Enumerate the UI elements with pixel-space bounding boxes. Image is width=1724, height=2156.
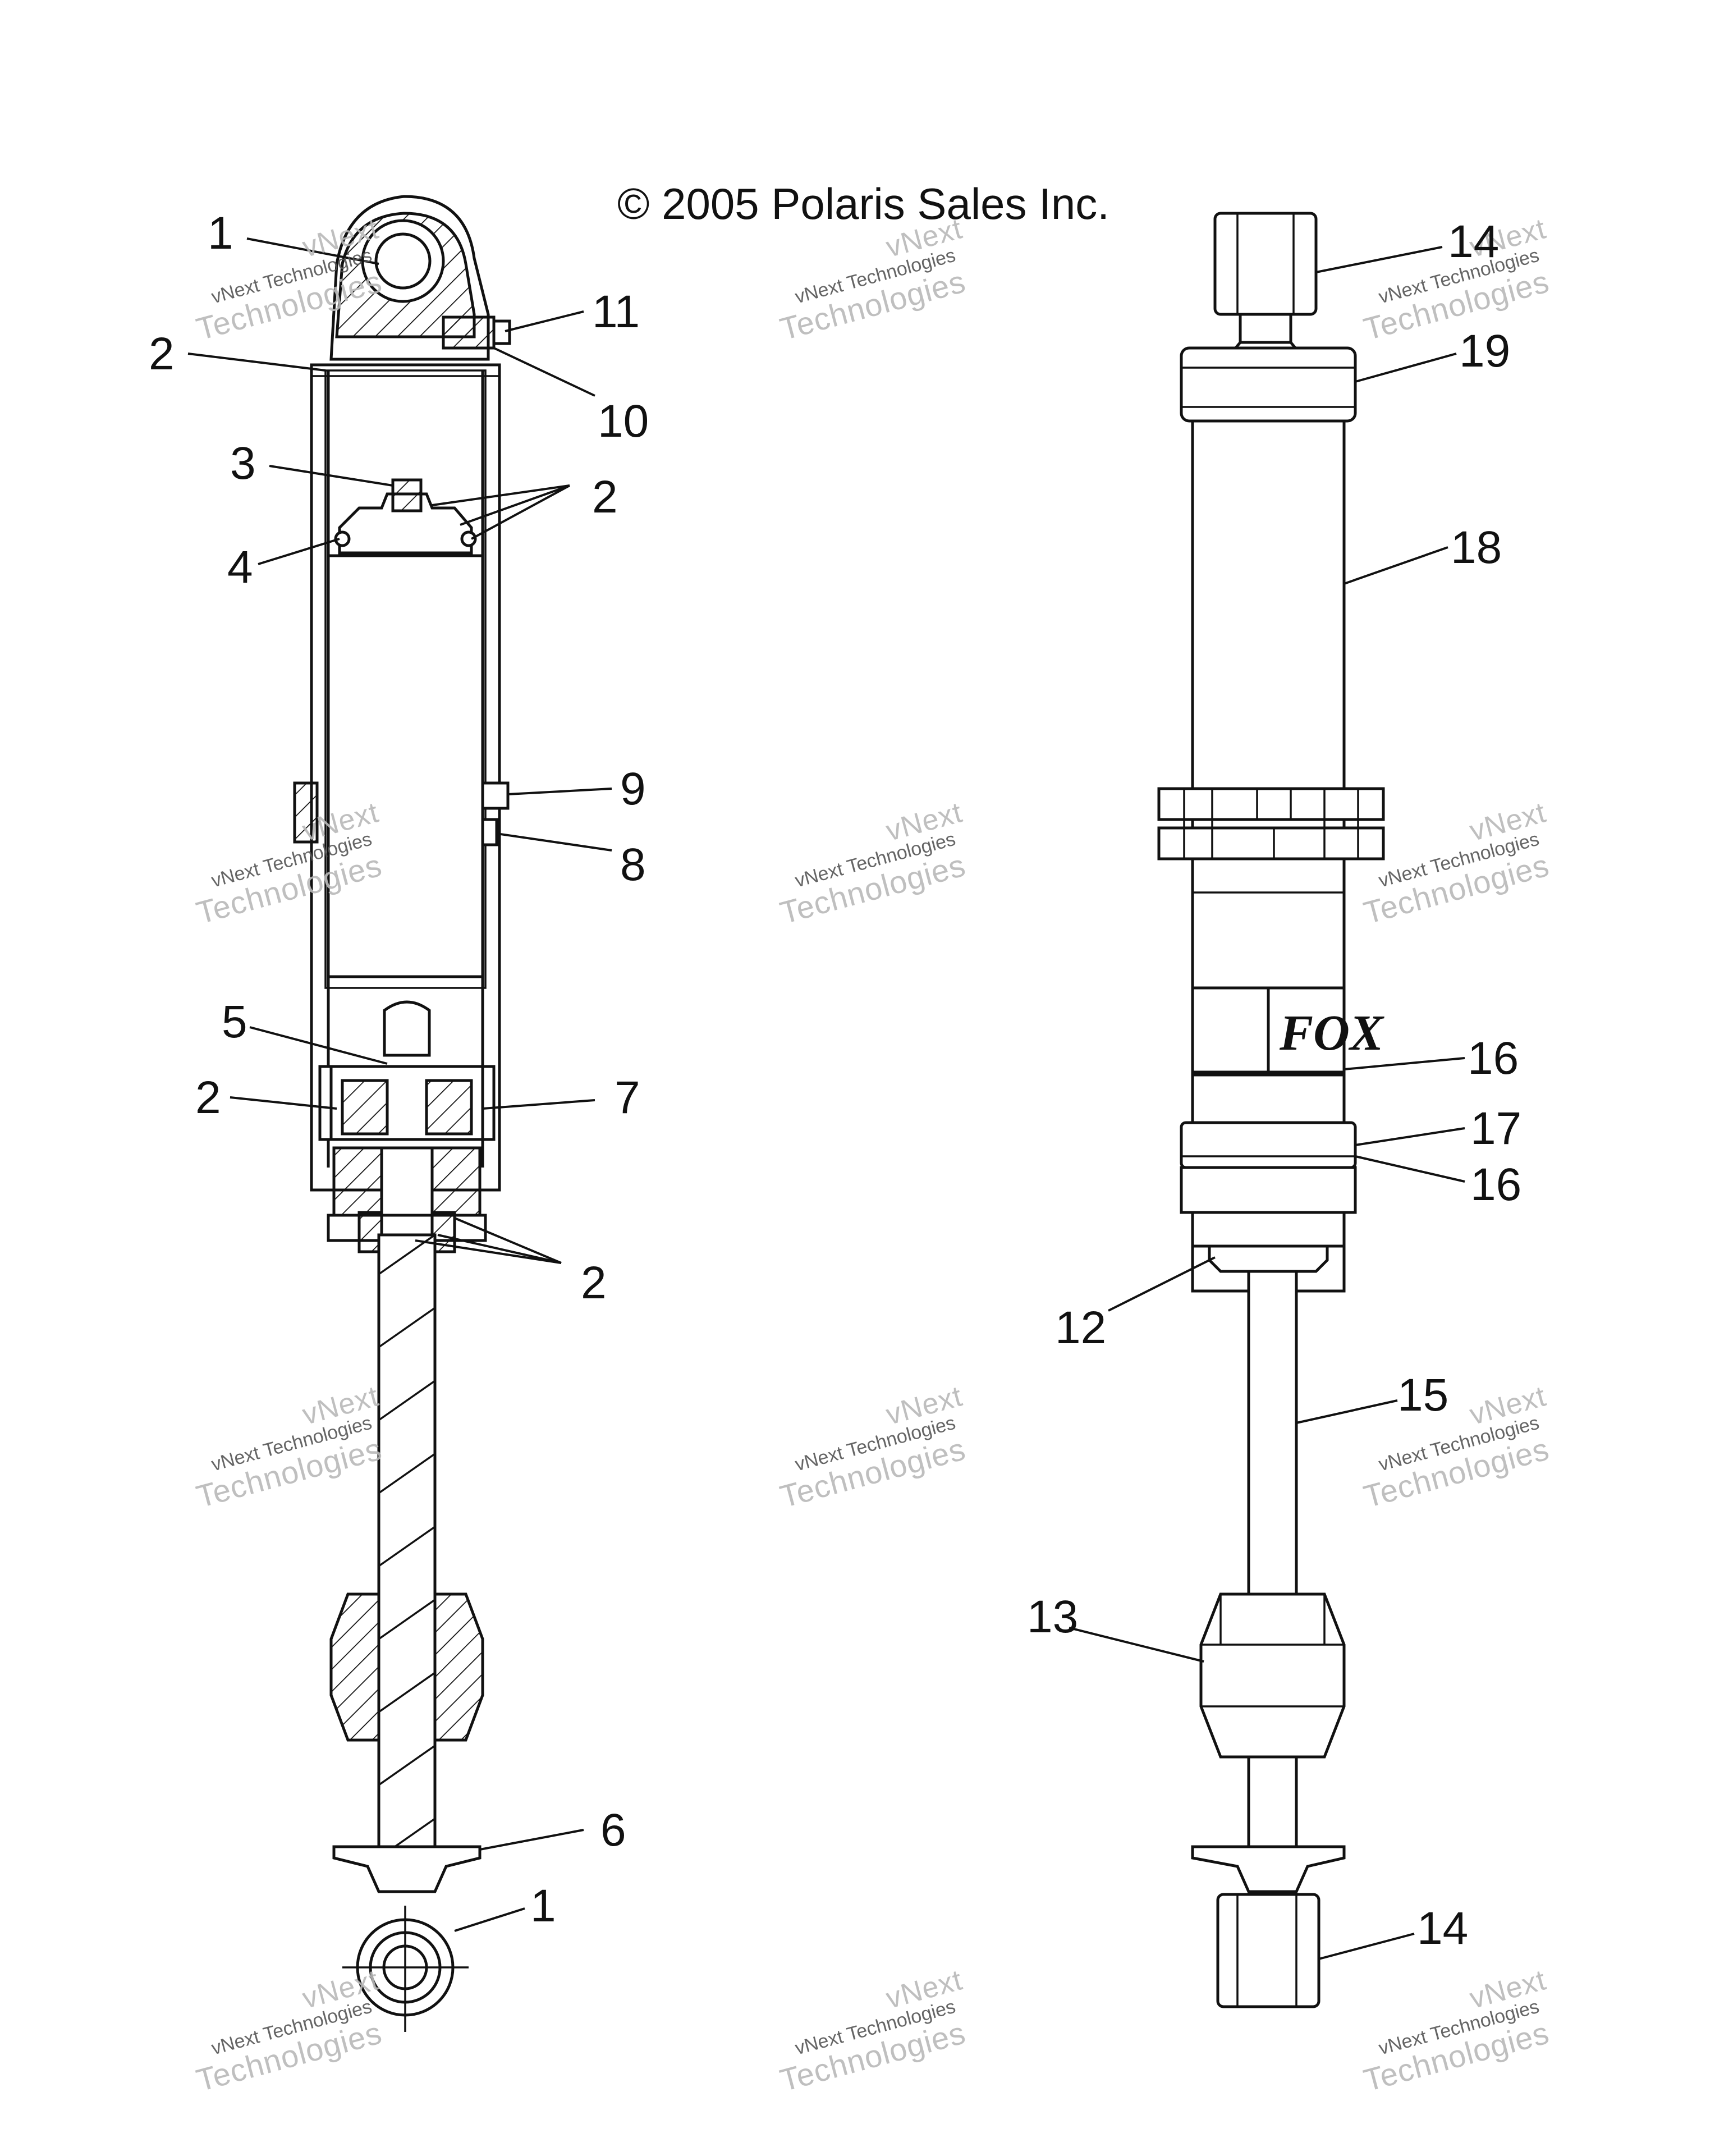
left-shock-cross-section xyxy=(293,195,511,2032)
right-shock-exterior: FOX xyxy=(1157,212,1385,2008)
valve-fitting xyxy=(442,315,496,350)
callout-3: 3 xyxy=(230,438,256,489)
fox-logo: FOX xyxy=(1279,1005,1384,1061)
bumper-13 xyxy=(1199,1592,1346,1759)
callout-1-top: 1 xyxy=(208,208,233,259)
copyright-notice: © 2005 Polaris Sales Inc. xyxy=(617,179,1109,228)
callout-15: 15 xyxy=(1397,1370,1449,1421)
callout-2-main-piston: 2 xyxy=(195,1072,221,1123)
callout-11: 11 xyxy=(592,286,640,337)
shaft-15 xyxy=(1247,1270,1298,1876)
seal-cap-12 xyxy=(1208,1244,1329,1273)
callout-13: 13 xyxy=(1027,1591,1079,1642)
leader-lines xyxy=(187,237,1465,1960)
cup-washer xyxy=(332,1845,482,1893)
callout-14-top: 14 xyxy=(1448,216,1500,267)
callout-2-cap: 2 xyxy=(149,328,175,379)
callout-10: 10 xyxy=(598,396,649,447)
top-cap-19 xyxy=(1180,346,1357,423)
callout-14-bottom: 14 xyxy=(1417,1903,1469,1954)
callout-12: 12 xyxy=(1055,1302,1107,1353)
spring-adjuster-left xyxy=(293,781,319,844)
callout-18: 18 xyxy=(1451,522,1502,573)
callout-2-seal-head: 2 xyxy=(581,1257,607,1308)
callout-9: 9 xyxy=(620,763,646,814)
bottom-eyelet-right xyxy=(1216,1893,1320,2008)
callout-16-upper: 16 xyxy=(1468,1033,1519,1084)
callout-7: 7 xyxy=(615,1072,640,1123)
callout-8: 8 xyxy=(620,839,646,890)
callout-4: 4 xyxy=(227,542,253,593)
callout-6: 6 xyxy=(600,1805,626,1856)
callout-19: 19 xyxy=(1459,326,1511,377)
callout-5: 5 xyxy=(222,996,247,1047)
bottom-out-bumper xyxy=(329,1592,380,1742)
callout-1-bottom: 1 xyxy=(530,1880,556,1931)
cup-washer-right xyxy=(1191,1845,1346,1893)
callout-17: 17 xyxy=(1470,1103,1522,1154)
adjuster-ring-upper xyxy=(1157,787,1385,821)
callout-16-lower: 16 xyxy=(1470,1159,1522,1210)
adjuster-ring-lower xyxy=(1157,826,1385,860)
ring-17 xyxy=(1180,1121,1357,1169)
top-eyelet-right xyxy=(1213,212,1318,316)
callout-2-piston: 2 xyxy=(592,472,618,523)
